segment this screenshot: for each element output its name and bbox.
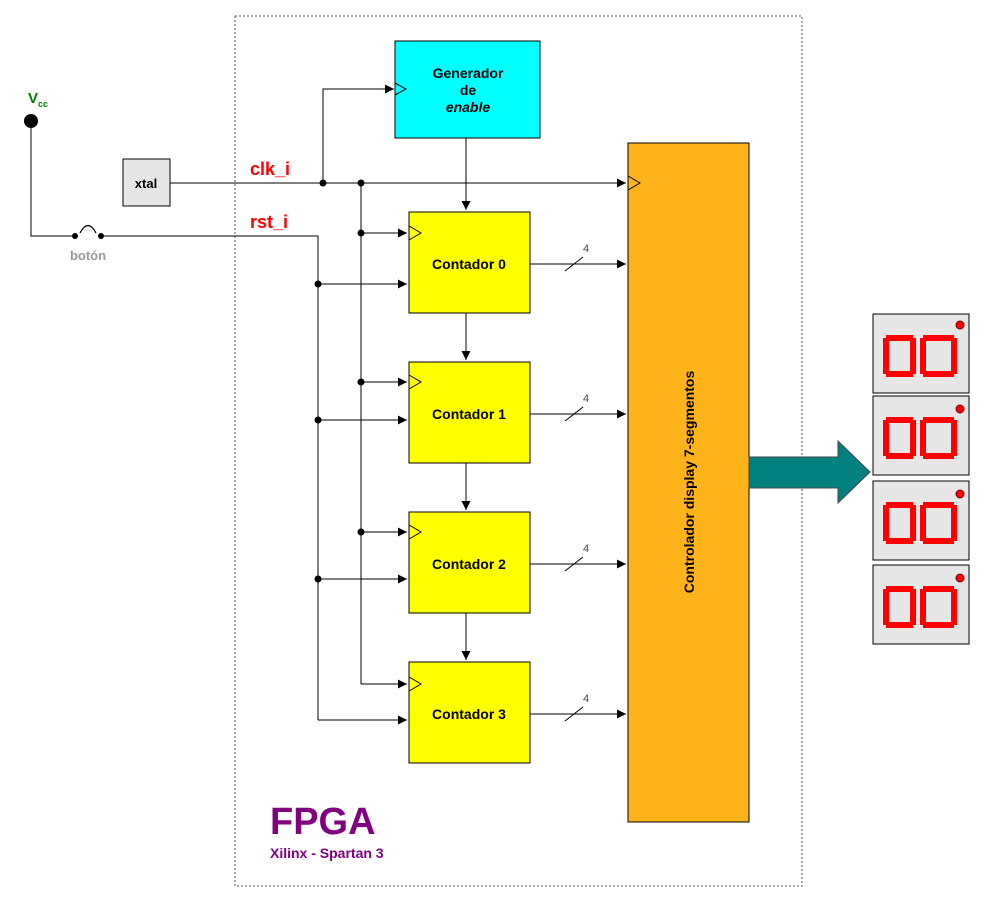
- bus-width-label: 4: [583, 693, 589, 705]
- decimal-point: [955, 404, 965, 414]
- counter-label: Contador 2: [432, 556, 506, 572]
- fpga-subtitle: Xilinx - Spartan 3: [270, 845, 384, 861]
- display-controller-label: Controlador display 7-segmentos: [681, 371, 697, 594]
- clk-junction: [357, 378, 365, 386]
- counter-block: [408, 661, 531, 764]
- crystal-block: [122, 158, 171, 207]
- decimal-point: [955, 489, 965, 499]
- enable-generator-label-3: enable: [446, 99, 491, 115]
- segments: [883, 417, 957, 459]
- bus-slash: [564, 406, 584, 422]
- display-digit: [872, 313, 970, 394]
- clk-junction: [357, 528, 365, 536]
- clk-junction: [357, 179, 365, 187]
- clk-junction: [319, 179, 327, 187]
- counter-block: [408, 361, 531, 464]
- rst-junction: [314, 280, 322, 288]
- clk-signal-label: clk_i: [250, 159, 290, 179]
- display-digit: [872, 564, 970, 645]
- display-digit: [872, 480, 970, 561]
- decimal-point: [955, 320, 965, 330]
- display-digit: [872, 395, 970, 476]
- rst-junction: [314, 575, 322, 583]
- counter-3: Contador 3 4: [318, 661, 626, 764]
- fpga-boundary: [234, 15, 803, 887]
- enable-clock-marker: [394, 82, 408, 96]
- counter-clock-marker: [408, 225, 422, 241]
- enable-generator-label-1: Generador: [433, 65, 504, 81]
- counter-0: Contador 0 4: [314, 211, 626, 314]
- bus-slash: [564, 706, 584, 722]
- bus-slash: [564, 556, 584, 572]
- counter-label: Contador 0: [432, 256, 506, 272]
- seven-segment-display: [872, 313, 970, 645]
- bus-width-label: 4: [583, 243, 589, 255]
- enable-generator-label-2: de: [460, 82, 477, 98]
- output-arrow: [748, 439, 871, 505]
- counter-label: Contador 1: [432, 406, 506, 422]
- crystal-label: xtal: [135, 176, 157, 191]
- counter-label: Contador 3: [432, 706, 506, 722]
- button-label: botón: [70, 248, 106, 263]
- counter-clock-marker: [408, 676, 422, 692]
- segments: [883, 586, 957, 628]
- vcc-wire: [30, 121, 75, 237]
- counter-clock-marker: [408, 374, 422, 390]
- segments: [883, 502, 957, 544]
- segments: [883, 335, 957, 377]
- clk-junction: [357, 229, 365, 237]
- counter-block: [408, 211, 531, 314]
- bus-width-label: 4: [583, 393, 589, 405]
- enable-generator-block: [394, 40, 541, 139]
- counter-block: [408, 511, 531, 614]
- display-controller-block: [627, 142, 750, 823]
- bus-width-label: 4: [583, 543, 589, 555]
- push-button[interactable]: [72, 224, 104, 240]
- vcc-source: Vcc: [24, 90, 48, 128]
- vcc-label: Vcc: [28, 90, 48, 109]
- rst-junction: [314, 416, 322, 424]
- counter-clock-marker: [408, 524, 422, 540]
- fpga-title: FPGA: [270, 801, 376, 843]
- rst-wire: [101, 235, 319, 720]
- decimal-point: [955, 573, 965, 583]
- bus-slash: [564, 256, 584, 272]
- rst-signal-label: rst_i: [250, 212, 288, 232]
- controller-clock-marker: [627, 175, 641, 191]
- counter-1: Contador 1 4: [314, 361, 626, 464]
- counter-2: Contador 2 4: [314, 511, 626, 614]
- clk-to-enable-wire: [322, 84, 394, 183]
